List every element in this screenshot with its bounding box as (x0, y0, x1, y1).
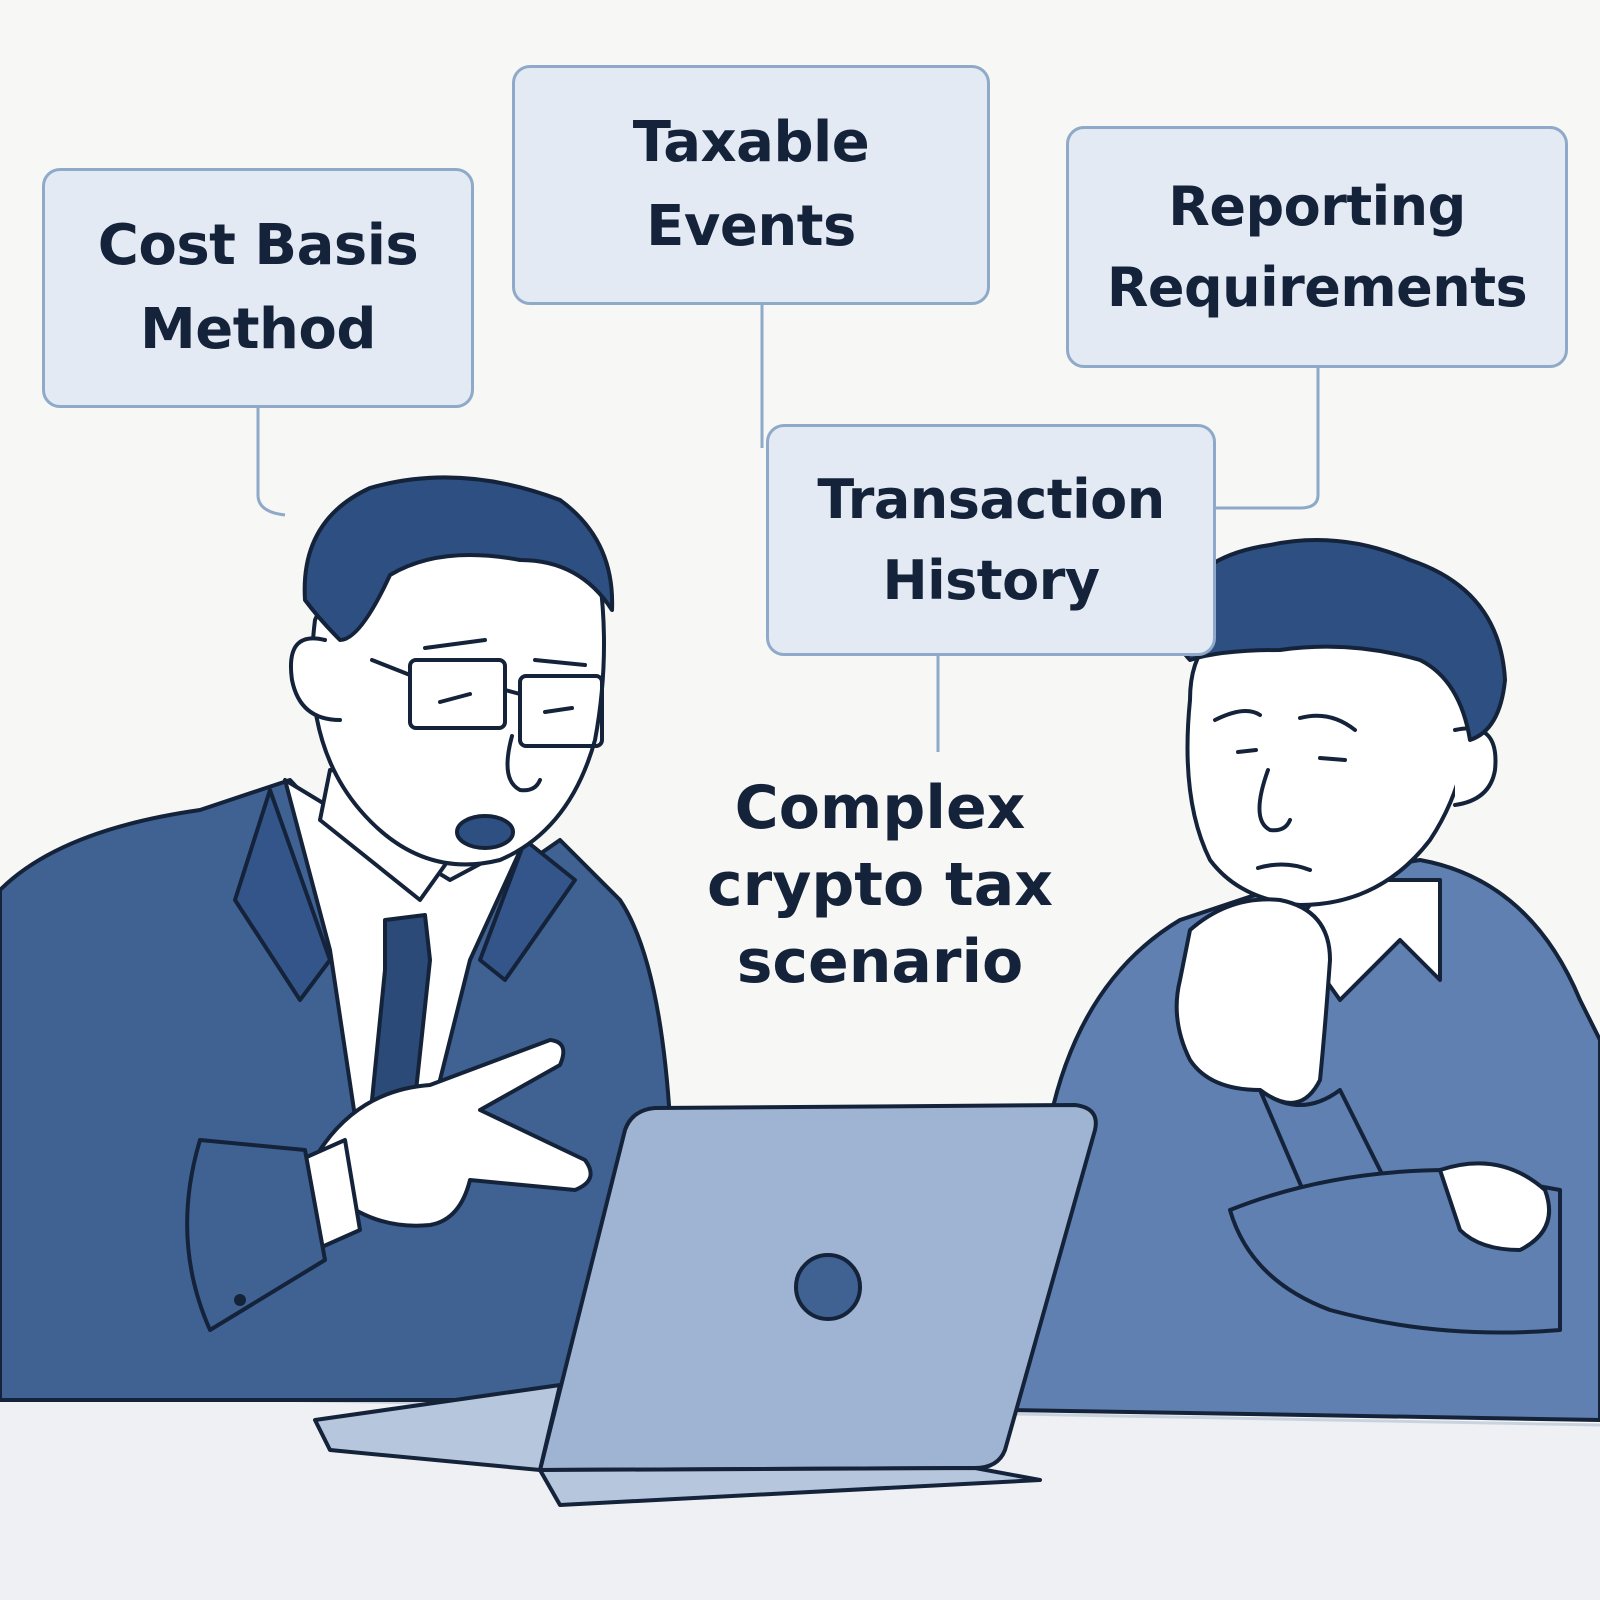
right-man-nose (1257, 768, 1292, 833)
transaction-history-bubble: Transaction History (766, 424, 1216, 656)
laptop (313, 1103, 1098, 1507)
taxable-events-bubble: Taxable Events (512, 65, 990, 305)
connector-cost-basis (256, 408, 286, 517)
left-man-hair (302, 475, 615, 642)
left-man (0, 475, 682, 1402)
right-man-crossed-hand (1438, 1161, 1551, 1252)
cost-basis-bubble: Cost Basis Method (42, 168, 474, 408)
connector-lines (256, 305, 1320, 752)
left-man-mouth (455, 814, 515, 850)
scenario-caption: Complex crypto tax scenario (707, 773, 1053, 997)
left-man-glasses-right-lens (518, 674, 604, 748)
laptop-base (538, 1466, 1042, 1507)
right-man-hair (1174, 538, 1507, 742)
reporting-requirements-bubble: Reporting Requirements (1066, 126, 1568, 368)
right-man-eyebrows (1213, 709, 1357, 732)
left-man-hand (318, 1038, 593, 1228)
left-man-lapel-right (478, 838, 577, 982)
left-man-ear (289, 636, 342, 722)
left-man-lapel-left (233, 788, 332, 1002)
left-man-glasses-left-lens (408, 658, 507, 730)
left-man-eyebrows (423, 638, 587, 667)
right-man (1008, 538, 1600, 1422)
right-man-eyes (1236, 748, 1347, 762)
left-man-glasses-bridge (370, 658, 522, 696)
right-man-hand (1174, 897, 1332, 1105)
left-man-sleeve (185, 1138, 327, 1332)
right-man-mouth (1256, 862, 1312, 872)
left-man-nose (505, 734, 542, 793)
connector-reporting (1216, 368, 1320, 510)
laptop-logo (794, 1253, 862, 1321)
left-man-eyes (438, 692, 574, 714)
left-man-cufflink (234, 1294, 246, 1306)
